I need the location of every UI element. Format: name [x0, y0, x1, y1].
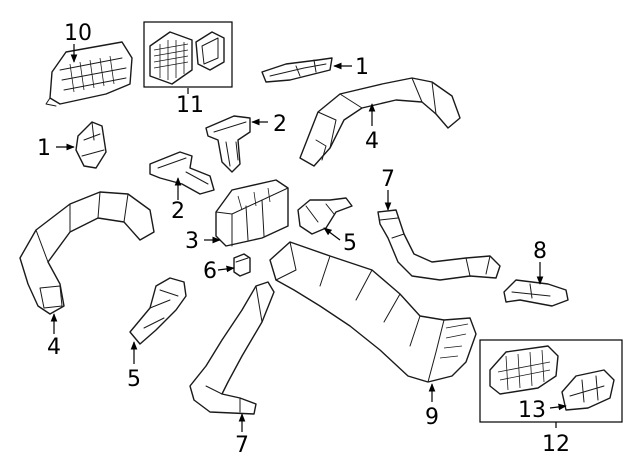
part-5-lower-bracket — [129, 277, 187, 345]
part-10-center-vent — [45, 41, 133, 107]
callout-2-upper: 2 — [273, 112, 287, 137]
callout-10: 10 — [64, 21, 92, 46]
callout-5-upper: 5 — [343, 231, 357, 256]
part-12-frame — [479, 339, 623, 423]
part-1-left-vent — [75, 121, 107, 169]
part-6-clip — [233, 253, 251, 277]
part-7-right-duct — [377, 209, 501, 281]
part-11-vent-grille — [149, 31, 225, 85]
part-4-upper-duct — [299, 77, 461, 167]
callout-13: 13 — [518, 398, 546, 423]
callout-3: 3 — [185, 229, 199, 254]
part-3-housing — [215, 179, 289, 247]
callout-labels: 10 11 1 4 1 2 2 3 5 6 7 8 4 5 7 9 13 12 — [37, 21, 570, 458]
part-7-lower-duct — [189, 281, 275, 415]
part-8-bracket — [503, 279, 569, 307]
callout-7-lower: 7 — [235, 433, 249, 458]
part-4-left-duct — [19, 191, 155, 315]
callout-5-lower: 5 — [127, 367, 141, 392]
callout-12: 12 — [542, 432, 570, 457]
callout-4-upper: 4 — [365, 129, 379, 154]
callout-8: 8 — [533, 239, 547, 264]
leader-lines — [50, 44, 567, 432]
part-2-upper-bracket — [205, 115, 251, 173]
callout-2-lower: 2 — [171, 199, 185, 224]
part-12-vent-assembly — [489, 345, 615, 411]
part-5-upper-elbow — [297, 197, 353, 235]
callout-6: 6 — [203, 259, 217, 284]
callout-7-upper: 7 — [381, 167, 395, 192]
part-11-frame — [143, 21, 233, 88]
callout-4-lower: 4 — [47, 335, 61, 360]
part-2-lower-bracket — [149, 151, 215, 195]
callout-1-left: 1 — [37, 136, 51, 161]
part-9-main-duct — [269, 241, 477, 383]
callout-9: 9 — [425, 405, 439, 430]
part-1-upper-duct — [261, 57, 333, 83]
callout-11: 11 — [176, 93, 204, 118]
callout-1-upper: 1 — [355, 55, 369, 80]
